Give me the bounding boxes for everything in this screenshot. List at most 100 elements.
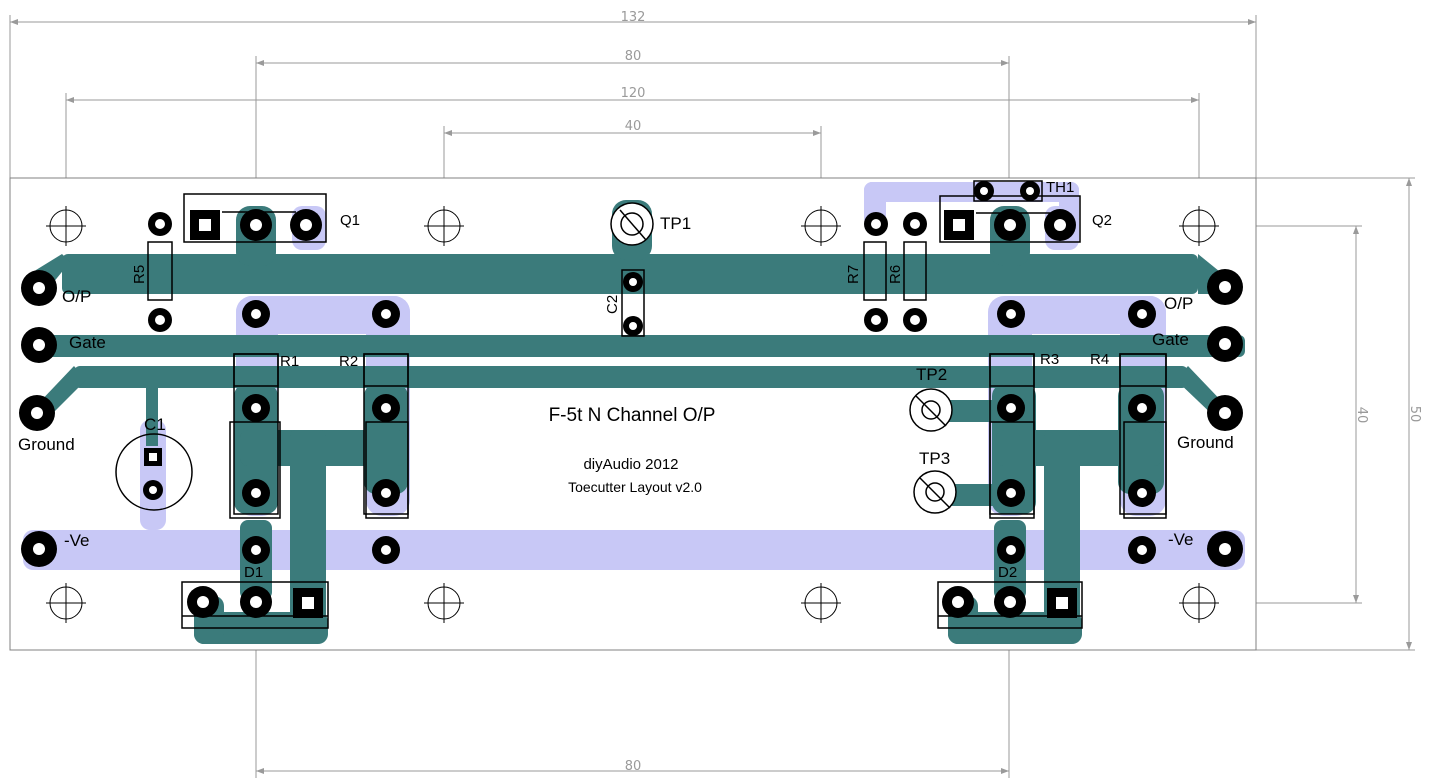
pad-d1-3 — [293, 588, 323, 618]
label-tp1: TP1 — [660, 214, 691, 233]
pad-r7-1 — [864, 212, 888, 236]
component-labels: Q1 Q2 TH1 TP1 TP2 TP3 C1 C2 R1 R2 R3 R4 … — [131, 179, 1112, 581]
pad-r4-b — [1128, 479, 1156, 507]
mounting-hole — [46, 206, 86, 246]
pad-q2-1 — [944, 210, 974, 240]
mounting-hole — [801, 583, 841, 623]
label-r2: R2 — [339, 353, 358, 370]
dim-50: 50 — [1407, 406, 1422, 423]
label-ve-left: -Ve — [64, 531, 90, 550]
pad-th1-1 — [974, 181, 994, 201]
pad-r2-top — [372, 300, 400, 328]
dim-80-bottom: 80 — [625, 759, 642, 774]
tp3-pad — [913, 470, 957, 514]
label-r1: R1 — [280, 353, 299, 370]
pad-r3-a — [997, 394, 1025, 422]
r7-outline — [863, 241, 887, 301]
pad-r5-2 — [148, 308, 172, 332]
pad-d2-2 — [994, 586, 1026, 618]
mounting-hole — [1179, 206, 1219, 246]
dim-40-top: 40 — [625, 119, 642, 134]
pad-r1-a — [242, 394, 270, 422]
mounting-holes — [46, 206, 1219, 623]
pad-c1-1 — [144, 448, 162, 466]
pad-q2-2 — [994, 209, 1026, 241]
pad-op-left — [21, 270, 57, 306]
r6-outline — [903, 241, 927, 301]
pad-ve-r3 — [997, 536, 1025, 564]
pad-q1-3 — [290, 209, 322, 241]
pad-q2-3 — [1044, 209, 1076, 241]
label-r3: R3 — [1040, 351, 1059, 368]
pad-ground-right — [1207, 395, 1243, 431]
label-ground-right: Ground — [1177, 433, 1234, 452]
pad-r7-2 — [864, 308, 888, 332]
label-op-right: O/P — [1164, 294, 1193, 313]
label-th1: TH1 — [1046, 179, 1074, 196]
pad-r6-2 — [903, 308, 927, 332]
label-q2: Q2 — [1092, 212, 1112, 229]
label-r7: R7 — [845, 265, 862, 284]
label-c2: C2 — [604, 295, 621, 314]
label-op-left: O/P — [62, 287, 91, 306]
label-gate-right: Gate — [1152, 330, 1189, 349]
pad-r1-b — [242, 479, 270, 507]
mounting-hole — [801, 206, 841, 246]
label-d1: D1 — [244, 564, 263, 581]
d1-outline — [181, 581, 329, 629]
pad-ve-r4 — [1128, 536, 1156, 564]
pad-r3-top — [997, 300, 1025, 328]
pad-r3-b — [997, 479, 1025, 507]
pad-op-right — [1207, 269, 1243, 305]
label-r4: R4 — [1090, 351, 1109, 368]
pad-d1-2 — [240, 586, 272, 618]
label-d2: D2 — [998, 564, 1017, 581]
dim-132: 132 — [621, 10, 646, 25]
pad-r2-a — [372, 394, 400, 422]
pad-ve-r2 — [372, 536, 400, 564]
label-q1: Q1 — [340, 212, 360, 229]
pad-r1-top — [242, 300, 270, 328]
pad-gate-right — [1207, 326, 1243, 362]
q1-outline — [183, 193, 327, 243]
pad-ve-r1 — [242, 536, 270, 564]
pad-gate-left — [21, 327, 57, 363]
pad-c1-2 — [143, 480, 163, 500]
pad-q1-1 — [190, 210, 220, 240]
label-tp2: TP2 — [916, 365, 947, 384]
mounting-hole — [424, 583, 464, 623]
pad-d2-1 — [942, 586, 974, 618]
label-ve-right: -Ve — [1168, 530, 1194, 549]
pad-d2-3 — [1047, 588, 1077, 618]
board-credit: diyAudio 2012 — [583, 456, 678, 473]
pad-d1-1 — [187, 586, 219, 618]
pad-r5-1 — [148, 212, 172, 236]
label-r5: R5 — [131, 265, 148, 284]
tp2-pad — [909, 388, 953, 432]
label-r6: R6 — [887, 265, 904, 284]
pad-r6-1 — [903, 212, 927, 236]
label-c1: C1 — [144, 415, 166, 434]
q2-outline — [939, 195, 1081, 243]
pads — [19, 181, 1243, 618]
board-layout-version: Toecutter Layout v2.0 — [568, 479, 702, 495]
r5-outline — [147, 241, 173, 301]
connection-labels: O/P Gate Ground -Ve O/P Gate Ground -Ve — [18, 287, 1234, 550]
d2-outline — [937, 581, 1083, 629]
test-points — [610, 202, 957, 514]
pad-th1-2 — [1020, 181, 1040, 201]
label-gate-left: Gate — [69, 333, 106, 352]
label-tp3: TP3 — [919, 449, 950, 468]
pad-r2-b — [372, 479, 400, 507]
pad-q1-2 — [240, 209, 272, 241]
board-title: F-5t N Channel O/P — [549, 405, 716, 426]
mounting-hole — [46, 583, 86, 623]
pad-c2-2 — [623, 316, 643, 336]
dim-80-top: 80 — [625, 49, 642, 64]
label-ground-left: Ground — [18, 435, 75, 454]
dim-40-right: 40 — [1354, 407, 1369, 424]
pad-c2-1 — [623, 272, 643, 292]
dim-120: 120 — [621, 86, 646, 101]
mounting-hole — [1179, 583, 1219, 623]
mounting-hole — [424, 206, 464, 246]
